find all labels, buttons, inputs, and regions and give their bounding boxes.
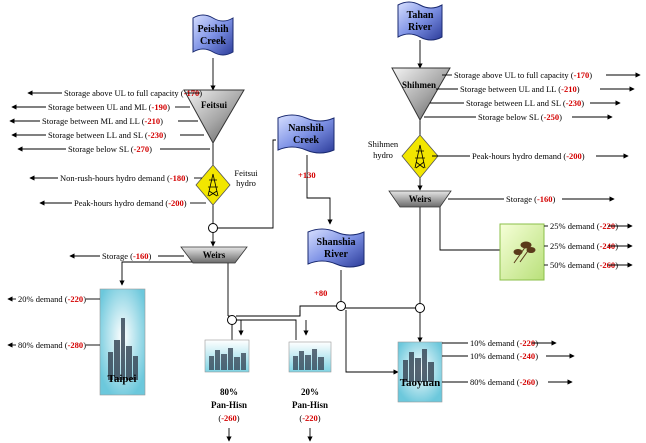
inflow-shanshia-value: +80 xyxy=(314,288,327,298)
shihmen-outputs: Storage above UL to full capacity (-170)… xyxy=(424,70,641,122)
city-taoyuan: Taoyuan xyxy=(397,341,443,403)
shihmen-output-1: Storage above UL to full capacity (-170) xyxy=(454,70,592,80)
pan-hisn-20-name: Pan-Hisn xyxy=(292,400,328,410)
feitsui-output-2: Storage between UL and ML (-190) xyxy=(48,102,170,112)
pan-hisn-20-pct: 20% xyxy=(301,387,319,397)
shihmen-hydro-output: Peak-hours hydro demand (-200) xyxy=(432,151,629,161)
shihmen-output-3: Storage between LL and SL (-230) xyxy=(466,98,584,108)
weir-right: Weirs xyxy=(388,190,452,208)
reservoir-shihmen-label: Shihmen xyxy=(402,80,436,90)
hydro-shihmen-label-line2: hydro xyxy=(373,150,393,160)
hydro-shihmen: Shihmen hydro xyxy=(368,134,439,179)
reservoir-feitsui: Feitsui xyxy=(183,89,245,145)
feitsui-outputs: Storage above UL to full capacity (-170)… xyxy=(9,88,210,154)
city-taoyuan-label: Taoyuan xyxy=(400,377,441,389)
feitsui-output-1: Storage above UL to full capacity (-170) xyxy=(64,88,202,98)
weir-left-label: Weirs xyxy=(203,250,226,260)
feitsui-output-5: Storage below SL (-270) xyxy=(68,144,152,154)
pan-hisn-20: 20% Pan-Hisn (-220) xyxy=(288,341,332,423)
agri-outputs: 25% demand (-220) 25% demand (-240) 50% … xyxy=(544,221,633,270)
shihmen-output-4: Storage below SL (-250) xyxy=(478,112,562,122)
taoyuan-output-1: 10% demand (-220) xyxy=(470,338,538,348)
weir-left-storage-label: Storage (-160) xyxy=(102,251,152,261)
taipei-output-2: 80% demand (-280) xyxy=(18,340,86,350)
city-taipei-label: Taipei xyxy=(108,373,137,385)
skyline-icon xyxy=(403,349,434,382)
feitsui-output-3: Storage between ML and LL (-210) xyxy=(42,116,163,126)
source-tahan-river: Tahan River xyxy=(397,1,443,41)
city-taipei: Taipei xyxy=(99,288,146,396)
skyline-icon xyxy=(293,349,324,370)
agri-output-1: 25% demand (-220) xyxy=(550,221,618,231)
rice-plant-icon xyxy=(513,241,536,264)
hydro-feitsui: Feitsui hydro xyxy=(195,164,258,206)
inflow-nanshih-value: +130 xyxy=(298,170,316,180)
source-peishih-line2: Creek xyxy=(200,36,226,47)
weir-left: Weirs xyxy=(180,246,248,264)
pan-hisn-80-name: Pan-Hisn xyxy=(211,400,247,410)
reservoir-feitsui-label: Feitsui xyxy=(201,100,227,110)
source-nanshih-creek: Nanshih Creek xyxy=(277,114,335,154)
flow-lines xyxy=(119,40,500,442)
source-shanshia-river: Shanshia River xyxy=(307,228,365,268)
source-tahan-line1: Tahan xyxy=(407,10,434,21)
source-peishih-creek: Peishih Creek xyxy=(192,14,234,56)
pylon-icon xyxy=(414,144,426,169)
reservoir-shihmen: Shihmen xyxy=(391,67,451,122)
source-tahan-line2: River xyxy=(408,22,432,33)
source-nanshih-line1: Nanshih xyxy=(288,123,324,134)
weir-left-storage-output: Storage (-160) xyxy=(69,251,184,261)
agriculture-node xyxy=(499,223,545,281)
weir-right-storage-output: Storage (-160) xyxy=(448,194,615,204)
pan-hisn-20-value: (-220) xyxy=(299,413,320,423)
taoyuan-outputs: 10% demand (-220) 10% demand (-240) 80% … xyxy=(442,338,575,387)
weir-right-storage-label: Storage (-160) xyxy=(506,194,556,204)
agri-output-3: 50% demand (-260) xyxy=(550,260,618,270)
feitsui-hydro-output-2: Peak-hours hydro demand (-200) xyxy=(74,198,187,208)
source-shanshia-line1: Shanshia xyxy=(317,237,356,248)
pan-hisn-80-value: (-260) xyxy=(218,413,239,423)
hydro-shihmen-label-line1: Shihmen xyxy=(368,139,399,149)
pan-hisn-80: 80% Pan-Hisn (-260) xyxy=(204,339,250,423)
pylon-icon xyxy=(207,173,219,197)
source-peishih-line1: Peishih xyxy=(197,24,229,35)
source-nanshih-line2: Creek xyxy=(293,135,319,146)
taoyuan-output-3: 80% demand (-260) xyxy=(470,377,538,387)
shihmen-output-2: Storage between UL and LL (-210) xyxy=(460,84,580,94)
taipei-outputs: 20% demand (-220) 80% demand (-280) xyxy=(7,294,100,350)
feitsui-output-4: Storage between LL and SL (-230) xyxy=(48,130,166,140)
weir-right-label: Weirs xyxy=(409,194,432,204)
pan-hisn-80-pct: 80% xyxy=(220,387,238,397)
hydro-feitsui-label-line2: hydro xyxy=(236,178,256,188)
taipei-output-1: 20% demand (-220) xyxy=(18,294,86,304)
taoyuan-output-2: 10% demand (-240) xyxy=(470,351,538,361)
shihmen-hydro-output-label: Peak-hours hydro demand (-200) xyxy=(472,151,585,161)
source-shanshia-line2: River xyxy=(324,249,348,260)
junctions xyxy=(208,223,425,325)
agri-output-2: 25% demand (-240) xyxy=(550,241,618,251)
skyline-icon xyxy=(209,348,246,370)
hydro-feitsui-label-line1: Feitsui xyxy=(234,168,258,178)
feitsui-hydro-output-1: Non-rush-hours hydro demand (-180) xyxy=(60,173,188,183)
skyline-icon xyxy=(108,318,138,380)
feitsui-hydro-outputs: Non-rush-hours hydro demand (-180) Peak-… xyxy=(29,173,206,208)
